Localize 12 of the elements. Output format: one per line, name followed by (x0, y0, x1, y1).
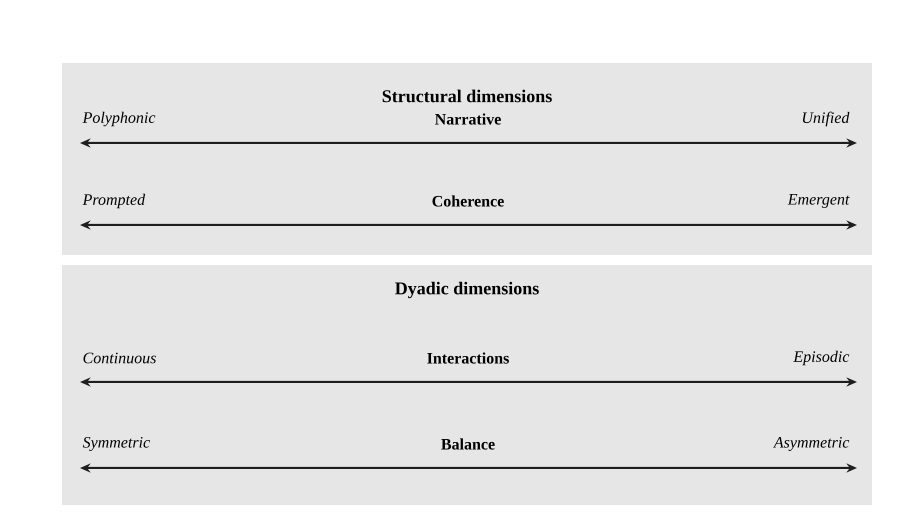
pole-label: Emergent (788, 194, 850, 208)
pole-label: Episodic (793, 350, 850, 366)
dimension-label: Coherence (432, 195, 504, 207)
pole-label: Symmetric (82, 436, 150, 451)
pole-label: Polyphonic (82, 112, 156, 126)
pole-label: Prompted (82, 194, 146, 208)
pole-label: Unified (802, 112, 850, 126)
pole-label: Asymmetric (773, 436, 850, 451)
dimension-label: Balance (441, 438, 495, 450)
dimension-label: Interactions (427, 352, 509, 364)
pole-label: Continuous (84, 352, 156, 364)
dimension-label: Narrative (435, 113, 501, 125)
